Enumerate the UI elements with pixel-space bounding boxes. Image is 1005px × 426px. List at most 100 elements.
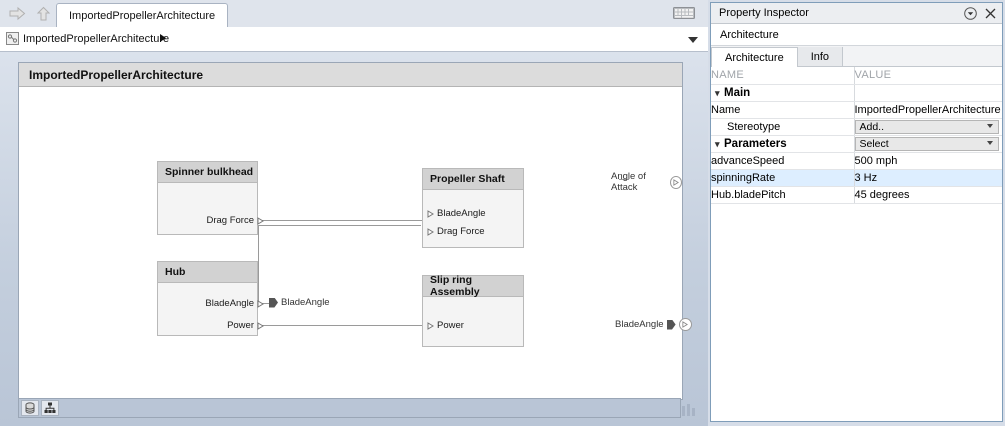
diagram-canvas[interactable]: ImportedPropellerArchitecture Spinner bu… (18, 62, 692, 400)
edge-port-icon (678, 318, 692, 331)
tab-architecture[interactable]: Architecture (711, 47, 798, 67)
block-title: Spinner bulkhead (158, 162, 257, 183)
property-value[interactable]: ImportedPropellerArchitecture (854, 101, 1002, 119)
wire-corner (256, 225, 260, 226)
model-editor-panel: ImportedPropellerArchitecture (0, 0, 708, 426)
edge-port-angle-of-attack[interactable]: Angle of Attack (611, 171, 682, 193)
port-label: Power (227, 320, 254, 331)
chevron-expanded-icon[interactable]: ▾ (715, 138, 720, 149)
port-drag-force-out[interactable]: Drag Force (206, 215, 264, 226)
block-spinner-bulkhead[interactable]: Spinner bulkhead Drag Force (157, 161, 264, 235)
port-label: BladeAngle (437, 208, 486, 219)
block-propeller-shaft[interactable]: Propeller Shaft BladeAngle Drag Force (422, 168, 524, 248)
table-row-advance-speed[interactable]: advanceSpeed 500 mph (711, 152, 1002, 170)
property-name: Name (711, 101, 855, 119)
table-row-stereotype[interactable]: Stereotype Add.. (711, 118, 1002, 136)
stereotype-dropdown[interactable]: Add.. (854, 119, 999, 134)
property-inspector-title-bar: Property Inspector (711, 3, 1002, 24)
property-value[interactable]: Add.. (854, 118, 1002, 136)
chevron-down-icon (987, 123, 993, 128)
tab-info[interactable]: Info (797, 47, 844, 66)
property-value[interactable]: 500 mph (854, 152, 1002, 170)
wire-angle-of-attack (619, 179, 629, 180)
forward-arrow-icon[interactable] (6, 3, 28, 24)
model-browser-icon[interactable] (21, 400, 39, 416)
group-name-parameters: ▾Parameters (711, 135, 855, 153)
close-icon[interactable] (985, 8, 996, 22)
circled-chevron-down-icon[interactable] (964, 7, 977, 23)
table-row-hub-blade-pitch[interactable]: Hub.bladePitch 45 degrees (711, 186, 1002, 204)
port-hub-bladeangle-out[interactable]: BladeAngle (205, 298, 264, 309)
diagram-canvas-area[interactable]: ImportedPropellerArchitecture Spinner bu… (0, 52, 708, 426)
wire-bladeangle-to-shaft (258, 225, 421, 226)
property-inspector-panel: Property Inspector Architecture (710, 2, 1003, 422)
port-triangle-icon (427, 209, 434, 218)
breadcrumb-arrow-icon[interactable] (160, 34, 166, 42)
column-header-name: NAME (711, 67, 855, 85)
breadcrumb-text[interactable]: ImportedPropellerArchitecture (23, 33, 170, 45)
port-drag-force-in[interactable]: Drag Force (427, 226, 485, 237)
connector-flag-icon (269, 297, 278, 308)
editor-status-bar (18, 398, 681, 418)
property-name: Stereotype (711, 118, 855, 136)
panel-title: Property Inspector (719, 7, 809, 19)
navigation-buttons (6, 3, 54, 24)
connector-label-text: BladeAngle (281, 297, 330, 308)
group-value-parameters[interactable]: Select (854, 135, 1002, 153)
wire-dragforce (256, 220, 422, 221)
property-name: spinningRate (711, 169, 855, 187)
group-value-main (854, 84, 1002, 102)
property-value[interactable]: 45 degrees (854, 186, 1002, 204)
port-bladeangle-in[interactable]: BladeAngle (427, 208, 486, 219)
table-header-row: NAME VALUE (711, 67, 1002, 85)
editor-tab-bar: ImportedPropellerArchitecture (0, 0, 708, 28)
port-triangle-icon (427, 321, 434, 330)
port-hub-power-out[interactable]: Power (227, 320, 264, 331)
panel-title-icons (964, 7, 996, 23)
column-header-value: VALUE (854, 67, 1002, 85)
table-row-main-group[interactable]: ▾Main (711, 84, 1002, 102)
property-name: Hub.bladePitch (711, 186, 855, 204)
port-label: Drag Force (206, 215, 254, 226)
port-label: Drag Force (437, 226, 485, 237)
hierarchy-icon[interactable] (41, 400, 59, 416)
port-slipring-power-in[interactable]: Power (427, 320, 464, 331)
property-value[interactable]: 3 Hz (854, 169, 1002, 187)
block-slip-ring-assembly[interactable]: Slip ring Assembly Power (422, 274, 524, 347)
keyboard-icon[interactable] (673, 7, 695, 19)
tab-label: ImportedPropellerArchitecture (69, 9, 216, 22)
port-triangle-icon (427, 227, 434, 236)
block-title: Slip ring Assembly (423, 274, 523, 298)
connector-label-bladeangle[interactable]: BladeAngle (269, 297, 330, 308)
wire-hub-bladeangle-stub (258, 303, 270, 304)
edge-port-label: Angle of Attack (611, 171, 646, 193)
wire-power (256, 325, 422, 326)
wire-bladeangle-vertical (258, 225, 259, 303)
edge-port-flag-icon (666, 319, 676, 330)
port-label: BladeAngle (205, 298, 254, 309)
inspector-subtitle: Architecture (711, 24, 1002, 46)
tab-imported-propeller-architecture[interactable]: ImportedPropellerArchitecture (56, 3, 229, 27)
group-name-main: ▾Main (711, 84, 855, 102)
edge-port-bladeangle[interactable]: BladeAngle (615, 318, 692, 331)
chevron-down-icon (987, 140, 993, 145)
chevron-down-icon[interactable] (688, 37, 698, 43)
edge-port-label: BladeAngle (615, 319, 664, 330)
up-arrow-icon[interactable] (32, 3, 54, 24)
property-name: advanceSpeed (711, 152, 855, 170)
chevron-expanded-icon[interactable]: ▾ (715, 87, 720, 98)
parameters-dropdown-value: Select (859, 137, 889, 150)
edge-port-icon (670, 175, 682, 189)
port-triangle-icon (257, 321, 264, 330)
table-row-name[interactable]: Name ImportedPropellerArchitecture (711, 101, 1002, 119)
block-title: Hub (158, 262, 257, 283)
port-triangle-icon (257, 216, 264, 225)
status-bar-icons (21, 400, 59, 416)
architecture-model-icon (6, 32, 19, 45)
tab-label: Info (810, 50, 830, 63)
table-row-spinning-rate[interactable]: spinningRate 3 Hz (711, 169, 1002, 187)
block-hub[interactable]: Hub BladeAngle Power (157, 261, 264, 336)
parameters-select-dropdown[interactable]: Select (854, 136, 999, 151)
resize-grip[interactable] (682, 404, 700, 416)
table-row-parameters-group[interactable]: ▾Parameters Select (711, 135, 1002, 153)
